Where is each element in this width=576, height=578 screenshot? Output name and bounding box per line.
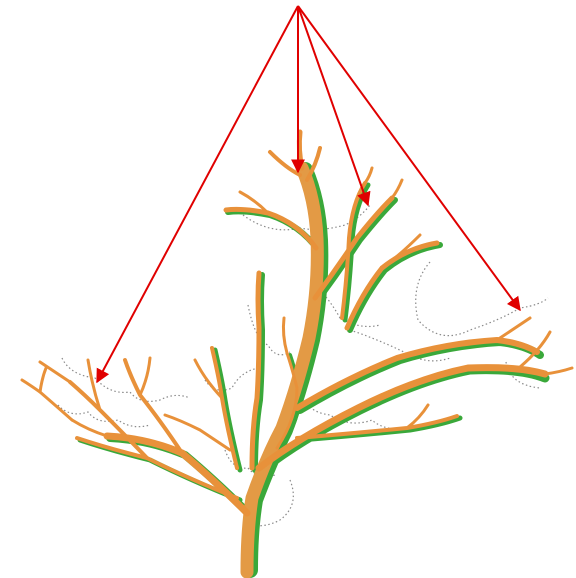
arrow-to-left-bud	[97, 6, 298, 382]
dotted-scallop-right	[416, 262, 548, 336]
arrow-to-right-bud	[298, 6, 520, 310]
branch-core-layer	[22, 132, 572, 572]
